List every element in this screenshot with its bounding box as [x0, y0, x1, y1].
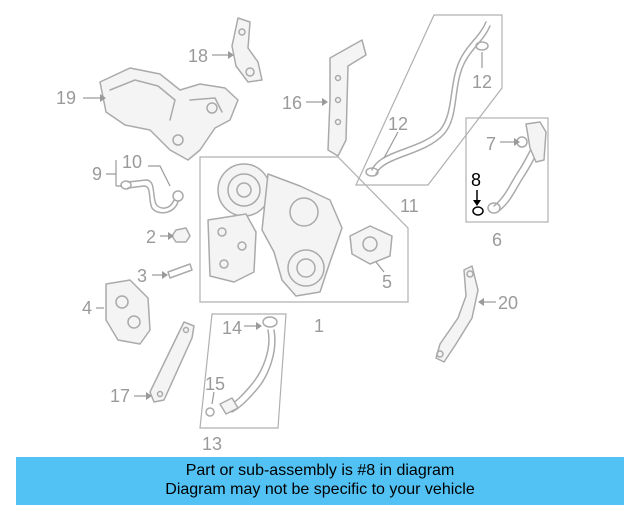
part-18-bracket: 18 [188, 17, 263, 83]
box-6-hose: 7 6 [465, 117, 549, 250]
callout-2: 2 [146, 227, 156, 247]
part-16-gasket: 16 [282, 39, 367, 157]
box-11-oil-line: 12 12 11 [355, 14, 503, 216]
callout-19: 19 [56, 88, 76, 108]
part-9-10-hose: 9 10 [92, 152, 184, 214]
part-19-heat-shield: 19 [56, 67, 239, 161]
part-8-o-ring[interactable]: 8 [471, 170, 484, 216]
callout-6: 6 [492, 230, 502, 250]
callout-8: 8 [471, 170, 481, 190]
info-banner: Part or sub-assembly is #8 in diagram Di… [16, 457, 624, 505]
callout-10: 10 [122, 152, 142, 172]
callout-5: 5 [382, 272, 392, 292]
callout-3: 3 [137, 266, 147, 286]
callout-14: 14 [222, 318, 242, 338]
callout-13: 13 [202, 434, 222, 454]
box-1-turbocharger: 1 [199, 156, 409, 336]
callout-7: 7 [486, 134, 496, 154]
banner-line-2: Diagram may not be specific to your vehi… [165, 481, 475, 498]
callout-12-upper: 12 [472, 72, 492, 92]
callout-20: 20 [498, 293, 518, 313]
callout-1: 1 [314, 316, 324, 336]
part-2-nut: 2 [146, 227, 191, 247]
part-4-gasket: 4 [82, 279, 151, 345]
box-13-return-line: 14 15 13 [199, 313, 287, 454]
part-17-bracket: 17 [110, 321, 195, 406]
callout-12-lower: 12 [388, 114, 408, 134]
callout-18: 18 [188, 46, 208, 66]
banner-line-1: Part or sub-assembly is #8 in diagram [185, 462, 455, 479]
callout-15: 15 [205, 374, 225, 394]
parts-diagram: 19 18 16 12 12 11 [56, 14, 549, 454]
part-3-stud: 3 [137, 263, 193, 286]
callout-17: 17 [110, 386, 130, 406]
callout-4: 4 [82, 298, 92, 318]
callout-11: 11 [400, 196, 419, 216]
callout-9: 9 [92, 164, 102, 184]
part-20-bracket: 20 [435, 265, 518, 363]
part-5-actuator: 5 [349, 225, 393, 292]
callout-16: 16 [282, 93, 302, 113]
